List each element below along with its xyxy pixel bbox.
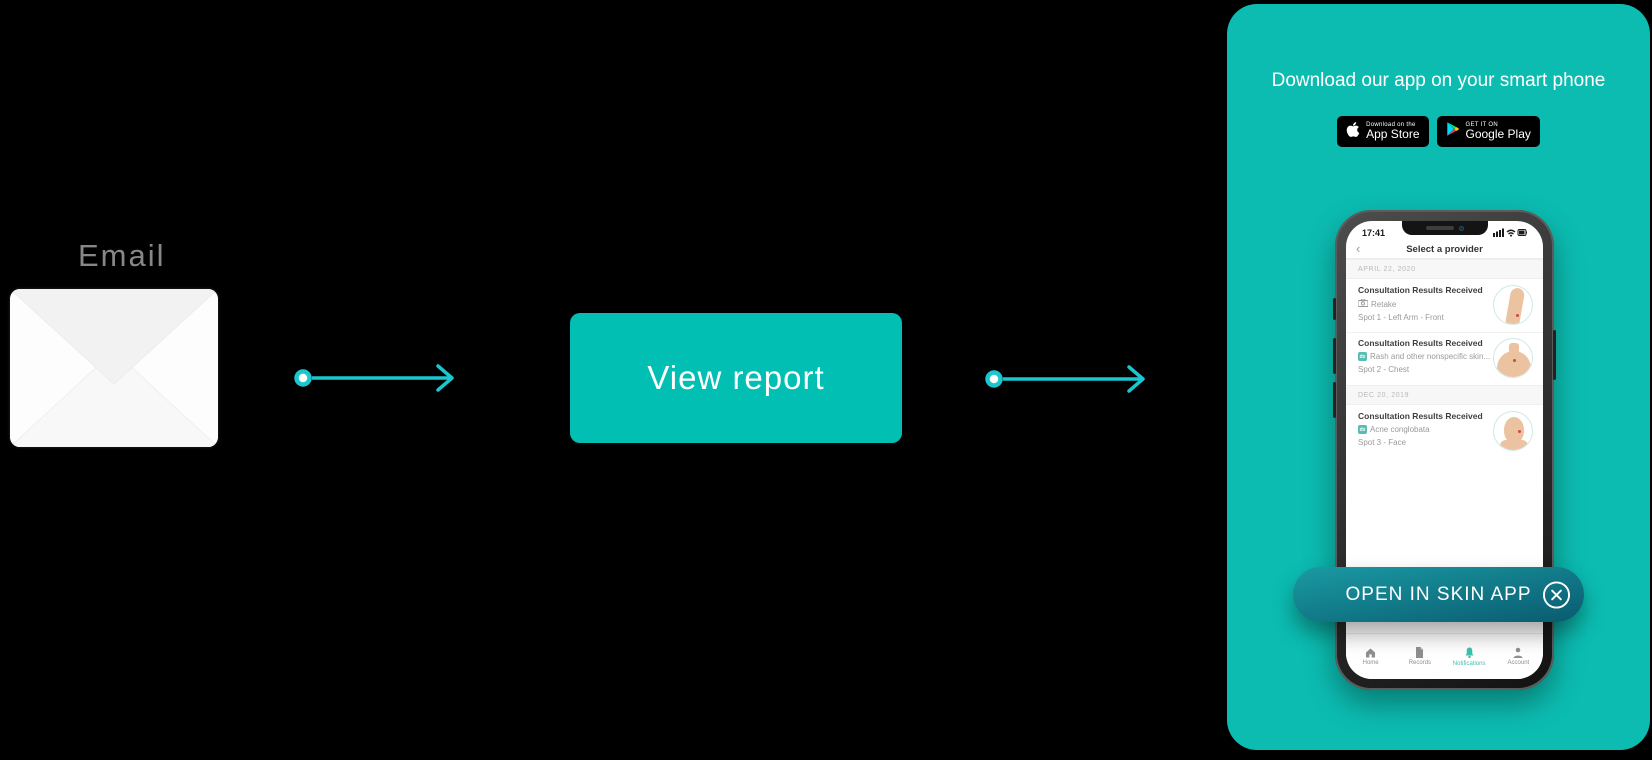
nav-item-home[interactable]: Home xyxy=(1346,634,1395,679)
account-person-icon xyxy=(1513,647,1523,658)
phone-volume-up-button xyxy=(1333,338,1336,374)
status-time: 17:41 xyxy=(1362,228,1386,238)
phone-speaker xyxy=(1425,226,1454,230)
phone-volume-down-button xyxy=(1333,382,1336,418)
item-spot: Spot 1 - Left Arm - Front xyxy=(1358,313,1444,322)
item-title: Consultation Results Received xyxy=(1358,411,1483,421)
item-title: Consultation Results Received xyxy=(1358,285,1483,295)
phone-mute-switch xyxy=(1333,298,1336,320)
app-promo-panel: Download our app on your smart phone Dow… xyxy=(1227,4,1650,750)
email-label: Email xyxy=(78,238,166,273)
diagnosis-badge-icon: dx xyxy=(1358,352,1367,361)
google-play-badge[interactable]: GET IT ON Google Play xyxy=(1436,116,1540,147)
records-icon xyxy=(1416,647,1424,658)
item-meta: Rash and other nonspecific skin... xyxy=(1370,352,1491,361)
app-store-badge[interactable]: Download on the App Store xyxy=(1337,116,1429,147)
phone-notch xyxy=(1401,221,1488,235)
flow-arrow-1 xyxy=(294,364,454,392)
notifications-bell-icon xyxy=(1465,647,1474,658)
phone-camera-dot xyxy=(1458,225,1464,231)
item-spot: Spot 2 - Chest xyxy=(1358,365,1410,374)
list-item-spot1[interactable]: Consultation Results Received Retake Spo… xyxy=(1346,279,1543,332)
flow-arrow-2 xyxy=(985,365,1145,393)
item-meta: Retake xyxy=(1371,299,1397,309)
date-section-header: APRIL 22, 2020 xyxy=(1346,259,1543,279)
status-icons xyxy=(1493,224,1528,242)
item-meta: Acne conglobata xyxy=(1370,425,1430,434)
close-icon[interactable] xyxy=(1542,580,1571,609)
panel-title: Download our app on your smart phone xyxy=(1271,70,1606,91)
app-store-name: App Store xyxy=(1366,127,1420,142)
face-thumbnail xyxy=(1493,411,1533,451)
google-play-icon xyxy=(1446,121,1460,142)
nav-item-account[interactable]: Account xyxy=(1494,634,1543,679)
google-play-name: Google Play xyxy=(1465,127,1531,142)
list-item-spot3[interactable]: Consultation Results Received dx Acne co… xyxy=(1346,405,1543,458)
app-store-tagline: Download on the xyxy=(1366,121,1416,128)
list-item-spot2[interactable]: Consultation Results Received dx Rash an… xyxy=(1346,332,1543,385)
view-report-button[interactable]: View report xyxy=(570,313,902,443)
item-spot: Spot 3 - Face xyxy=(1358,438,1407,447)
envelope-icon xyxy=(10,289,218,447)
chest-thumbnail xyxy=(1493,338,1533,378)
bottom-nav: Home Records Notifications Account xyxy=(1346,633,1543,679)
app-header: ‹ Select a provider xyxy=(1346,241,1543,259)
status-bar: 17:41 xyxy=(1346,225,1543,241)
google-play-tagline: GET IT ON xyxy=(1465,121,1498,128)
camera-icon xyxy=(1357,298,1369,309)
open-in-skin-app-banner[interactable]: OPEN IN SKIN APP xyxy=(1293,567,1584,622)
nav-item-records[interactable]: Records xyxy=(1395,634,1444,679)
item-title: Consultation Results Received xyxy=(1358,338,1483,348)
view-report-label: View report xyxy=(647,359,825,396)
back-chevron-icon[interactable]: ‹ xyxy=(1356,241,1361,256)
app-header-title: Select a provider xyxy=(1406,244,1483,255)
diagnosis-badge-icon: dx xyxy=(1358,425,1367,434)
home-icon xyxy=(1366,647,1376,658)
date-section-header: DEC 20, 2019 xyxy=(1346,385,1543,405)
store-badges-row: Download on the App Store GET IT ON Goog… xyxy=(1227,116,1650,147)
apple-icon xyxy=(1346,121,1360,143)
arm-thumbnail xyxy=(1493,285,1533,325)
nav-item-notifications[interactable]: Notifications xyxy=(1445,634,1494,679)
phone-power-button xyxy=(1553,330,1556,380)
open-in-skin-app-label: OPEN IN SKIN APP xyxy=(1345,583,1532,605)
